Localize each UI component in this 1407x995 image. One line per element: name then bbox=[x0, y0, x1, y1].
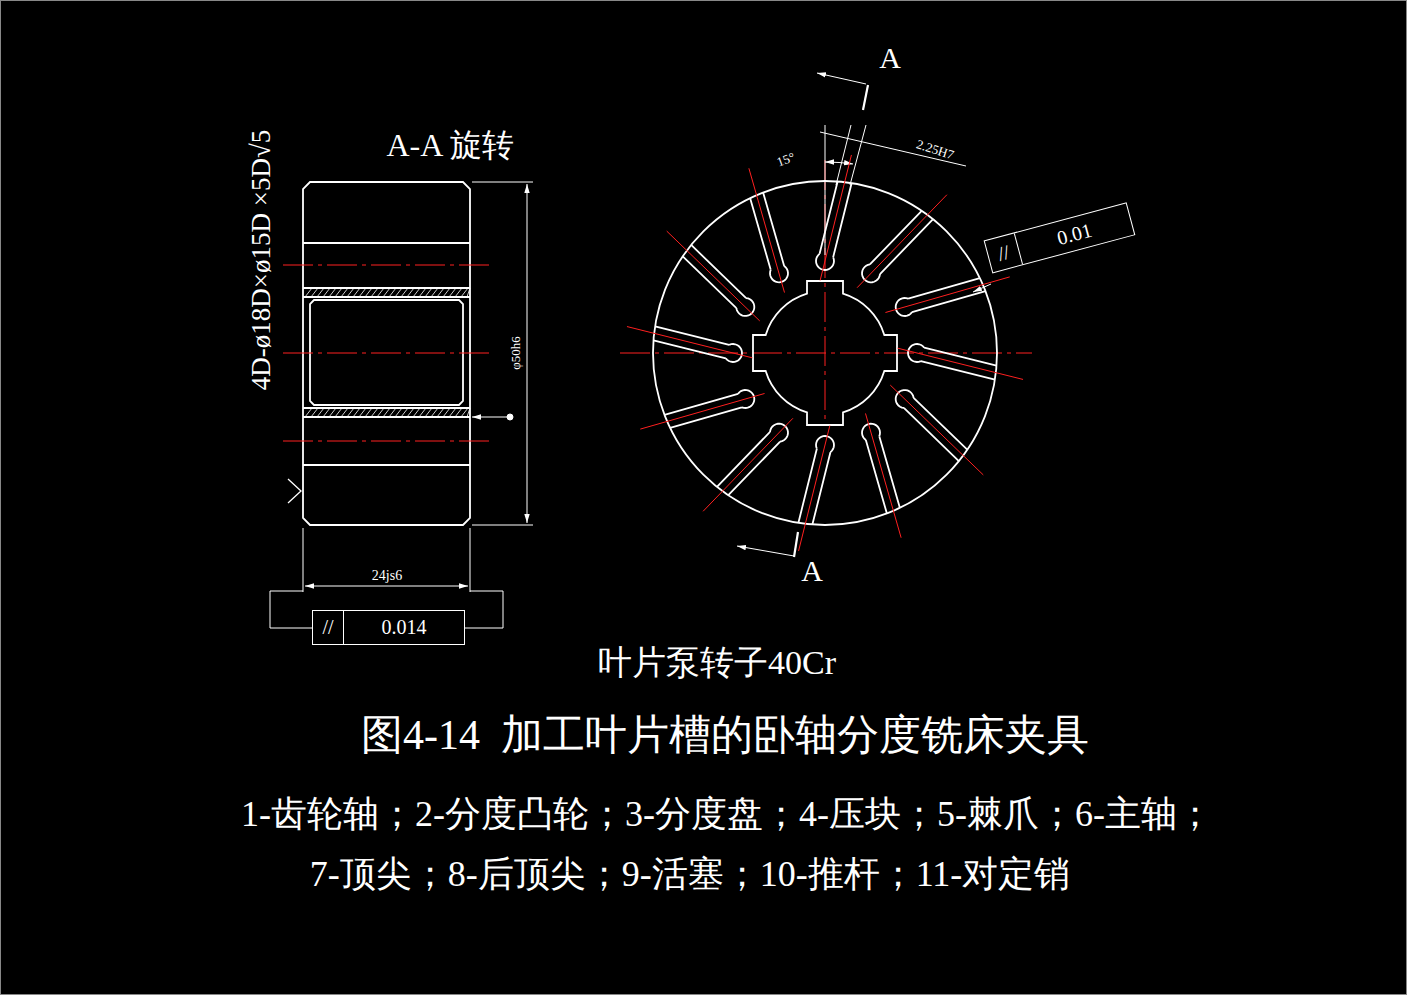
hatch-line bbox=[407, 288, 414, 297]
hatch-line bbox=[395, 288, 402, 297]
hatch-line bbox=[365, 408, 372, 417]
hatch-line bbox=[389, 288, 396, 297]
hatch-line bbox=[353, 288, 360, 297]
hatch-line bbox=[461, 288, 468, 297]
hatch-line bbox=[347, 288, 354, 297]
slot-centerline bbox=[885, 277, 1009, 313]
slot-centerline bbox=[890, 385, 983, 475]
slot-centerlines bbox=[627, 155, 1023, 551]
dimension-text: 24js6 bbox=[372, 568, 402, 583]
section-title: A-A 旋转 bbox=[386, 128, 513, 163]
hatch-line bbox=[305, 408, 312, 417]
hatch-line bbox=[341, 288, 348, 297]
hatch-line bbox=[407, 408, 414, 417]
hatch-line bbox=[383, 408, 390, 417]
slot-centerline bbox=[857, 195, 947, 288]
tolerance-frame: //0.01 bbox=[984, 202, 1136, 273]
section-mark: A bbox=[879, 41, 901, 74]
slot-centerline bbox=[703, 418, 793, 511]
hatch-line bbox=[419, 288, 426, 297]
slot-centerline bbox=[640, 393, 764, 429]
hatch-line bbox=[461, 408, 468, 417]
tolerance-frame: //0.014 bbox=[312, 610, 465, 645]
hatch-line bbox=[431, 408, 438, 417]
hatch-line bbox=[449, 288, 456, 297]
figure-title: 图4-14 加工叶片槽的卧轴分度铣床夹具 bbox=[361, 712, 1089, 758]
hatch-line bbox=[371, 408, 378, 417]
hatch-line bbox=[359, 408, 366, 417]
parallelism-symbol: // bbox=[313, 611, 344, 644]
hatch-line bbox=[323, 408, 330, 417]
hatch-line bbox=[335, 288, 342, 297]
slot-centerline bbox=[749, 168, 785, 292]
hatch-line bbox=[323, 288, 330, 297]
slot-centerline bbox=[865, 413, 901, 537]
hatch-line bbox=[455, 408, 462, 417]
hatch-line bbox=[401, 288, 408, 297]
hatch-line bbox=[401, 408, 408, 417]
slot-centerline bbox=[627, 327, 752, 358]
hatch-line bbox=[389, 408, 396, 417]
hatch-line bbox=[443, 408, 450, 417]
hatch-line bbox=[317, 288, 324, 297]
dimension-lines bbox=[270, 73, 991, 628]
hole-spec: 4D-ø18D×ø15D ×5D√5 bbox=[247, 130, 277, 391]
section-mark: A bbox=[801, 554, 823, 587]
hatch-line bbox=[317, 408, 324, 417]
hatch-line bbox=[365, 288, 372, 297]
hatch-line bbox=[413, 408, 420, 417]
hatch-line bbox=[341, 408, 348, 417]
hatch-line bbox=[431, 288, 438, 297]
hatch-line bbox=[383, 288, 390, 297]
hatch-line bbox=[347, 408, 354, 417]
slot-centerline bbox=[898, 348, 1023, 379]
spline-hole bbox=[753, 281, 897, 425]
hatch-line bbox=[305, 288, 312, 297]
hatch-line bbox=[377, 408, 384, 417]
hatch-line bbox=[377, 288, 384, 297]
hatch-line bbox=[455, 288, 462, 297]
hatch-line bbox=[425, 288, 432, 297]
hatch-line bbox=[413, 288, 420, 297]
part-list: 1-齿轮轴；2-分度凸轮；3-分度盘；4-压块；5-棘爪；6-主轴； bbox=[241, 795, 1213, 835]
hatch-line bbox=[443, 288, 450, 297]
hatch-line bbox=[335, 408, 342, 417]
tolerance-value: 0.014 bbox=[344, 611, 464, 644]
angle-text: 15° bbox=[775, 150, 797, 170]
hatch-line bbox=[467, 288, 470, 297]
slot-centerline bbox=[667, 231, 760, 321]
hatch-line bbox=[371, 288, 378, 297]
hatch-line bbox=[329, 288, 336, 297]
centerlines bbox=[283, 160, 1032, 441]
hatch-line bbox=[437, 288, 444, 297]
hatch-line bbox=[311, 408, 318, 417]
slot-centerline bbox=[799, 426, 830, 551]
hatch-line bbox=[395, 408, 402, 417]
dimension-text: φ50h6 bbox=[509, 336, 523, 370]
part-name: 叶片泵转子40Cr bbox=[598, 644, 836, 681]
hatch-line bbox=[467, 408, 470, 417]
hatch-line bbox=[425, 408, 432, 417]
slot-centerline bbox=[820, 155, 851, 280]
hatch-line bbox=[419, 408, 426, 417]
hatch-line bbox=[449, 408, 456, 417]
hatch-line bbox=[329, 408, 336, 417]
front-view bbox=[653, 181, 997, 525]
hatch-line bbox=[311, 288, 318, 297]
part-list: 7-顶尖；8-后顶尖；9-活塞；10-推杆；11-对定销 bbox=[310, 855, 1071, 895]
hatch-line bbox=[353, 408, 360, 417]
parallelism-symbol: // bbox=[985, 233, 1023, 272]
hatch-line bbox=[437, 408, 444, 417]
hatch-line bbox=[359, 288, 366, 297]
tolerance-value: 0.01 bbox=[1015, 203, 1134, 264]
